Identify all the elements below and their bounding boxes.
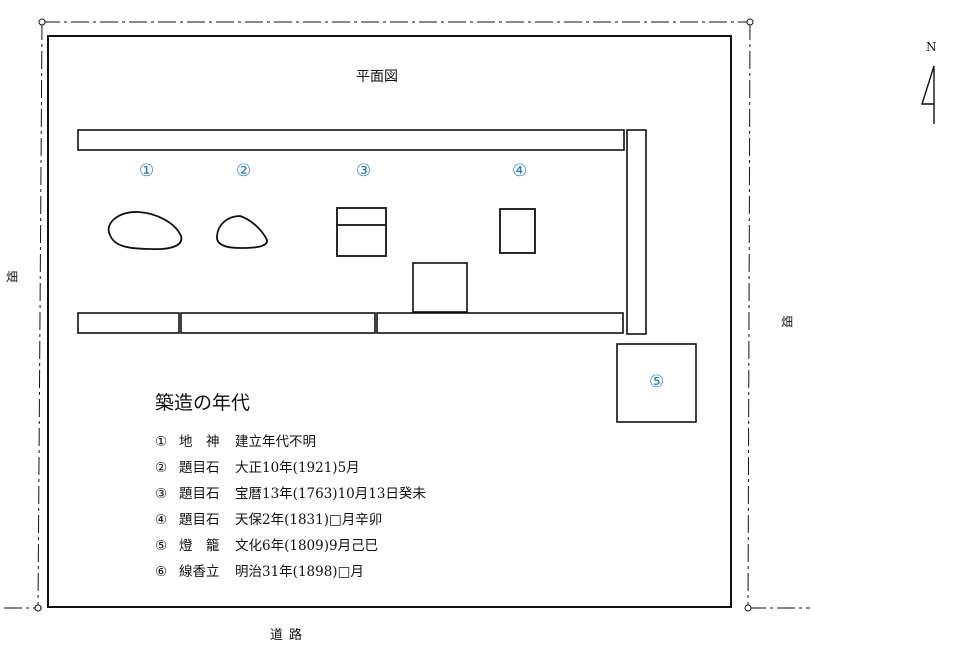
legend-heading: 築造の年代 <box>155 392 251 414</box>
legend-mark: ③ <box>155 486 168 502</box>
marker-5: ⑤ <box>649 372 665 392</box>
boundary-corner-markers <box>34 18 754 612</box>
legend-date: 建立年代不明 <box>235 434 316 450</box>
north-label: N <box>926 40 937 54</box>
road-label: 道路 <box>270 628 309 643</box>
legend-mark: ⑥ <box>155 564 168 580</box>
stone-2-daimokuseki <box>216 215 268 249</box>
legend-name: 題目石 <box>179 512 220 528</box>
legend-date: 文化6年(1809)9月己巳 <box>235 538 379 554</box>
legend-mark: ① <box>155 434 168 450</box>
legend-name: 題目石 <box>179 460 220 476</box>
east-field-label: 畑 <box>781 315 794 329</box>
marker-2: ② <box>236 161 252 181</box>
legend-date: 宝暦13年(1763)10月13日癸未 <box>235 486 426 502</box>
construction-date-legend: 築造の年代 ① 地 神 建立年代不明 ② 題目石 大正10年(1921)5月 ③… <box>155 388 426 585</box>
enclosure-wall <box>47 35 732 608</box>
legend-item: ⑤ 燈 籠 文化6年(1809)9月己巳 <box>155 533 426 559</box>
curb-walls <box>77 129 647 335</box>
legend-item: ③ 題目石 宝暦13年(1763)10月13日癸未 <box>155 481 426 507</box>
plan-title: 平面図 <box>356 69 398 85</box>
legend-item: ④ 題目石 天保2年(1831)□月辛卯 <box>155 507 426 533</box>
stone-4-daimokuseki <box>499 208 536 254</box>
legend-item: ⑥ 線香立 明治31年(1898)□月 <box>155 559 426 585</box>
property-boundary <box>4 21 810 609</box>
stone-3-daimokuseki <box>336 207 387 257</box>
stone-1-jishin <box>107 211 183 251</box>
north-arrow <box>921 65 935 124</box>
legend-name: 燈 籠 <box>179 538 220 554</box>
legend-list: ① 地 神 建立年代不明 ② 題目石 大正10年(1921)5月 ③ 題目石 宝… <box>155 429 426 585</box>
lantern-5 <box>616 343 697 423</box>
legend-mark: ⑤ <box>155 538 168 554</box>
incense-stand-6 <box>412 262 468 313</box>
legend-item: ① 地 神 建立年代不明 <box>155 429 426 455</box>
marker-1: ① <box>139 161 155 181</box>
legend-name: 題目石 <box>179 486 220 502</box>
legend-date: 大正10年(1921)5月 <box>235 460 360 476</box>
legend-name: 地 神 <box>179 434 220 450</box>
marker-4: ④ <box>512 161 528 181</box>
legend-date: 明治31年(1898)□月 <box>235 564 364 580</box>
west-field-label: 畑 <box>6 270 19 284</box>
marker-3: ③ <box>356 161 372 181</box>
legend-mark: ② <box>155 460 168 476</box>
legend-name: 線香立 <box>179 564 220 580</box>
legend-mark: ④ <box>155 512 168 528</box>
legend-item: ② 題目石 大正10年(1921)5月 <box>155 455 426 481</box>
legend-date: 天保2年(1831)□月辛卯 <box>235 512 383 528</box>
